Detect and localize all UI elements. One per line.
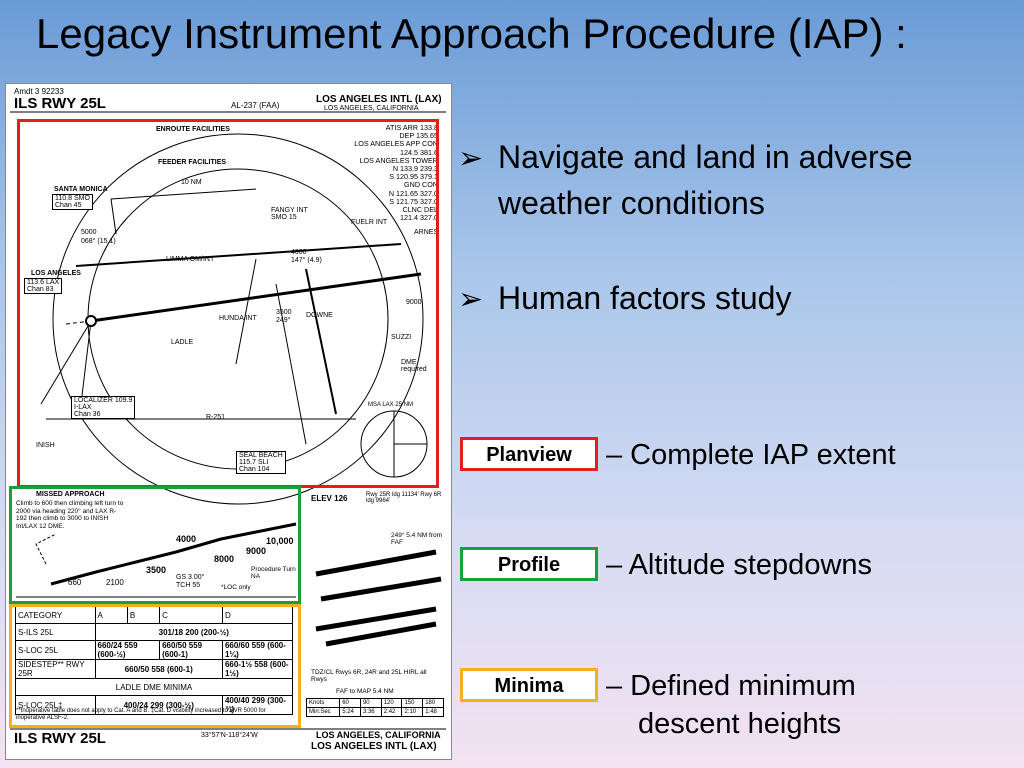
tch: TCH 55 xyxy=(176,582,201,589)
limma-label: LIMMA OM/INT xyxy=(166,256,215,263)
course-249: 249° xyxy=(276,317,291,324)
profile-alt-4000: 4000 xyxy=(176,534,197,544)
santa-monica-label: SANTA MONICA xyxy=(54,186,108,193)
runway-info: Rwy 25R ldg 11134' Rwy 6R ldg 9964' xyxy=(366,492,442,504)
downe-label: DOWNE xyxy=(306,312,333,319)
planview-frame xyxy=(17,119,439,488)
procedure-turn-na: Procedure Turn NA xyxy=(251,566,296,580)
profile-alt-660: 660 xyxy=(68,578,82,587)
profile-alt-9000: 9000 xyxy=(246,546,267,556)
hunda-label: HUNDA INT xyxy=(219,315,257,322)
bullet-adverse-weather: ➢Navigate and land in adverse weather co… xyxy=(458,139,913,221)
speed-table: Knots 60 90 120 150 180 Min:Sec 5:24 3:3… xyxy=(305,698,444,717)
procedure-name: ILS RWY 25L xyxy=(14,95,106,112)
dme-required: DME required xyxy=(401,359,427,373)
approach-plate: Amdt 3 92233 ILS RWY 25L AL-237 (FAA) LO… xyxy=(5,83,452,760)
course-147: 147° (4.9) xyxy=(291,257,322,264)
missed-approach-text: Climb to 600 then climbing left turn to … xyxy=(16,500,124,530)
arrow-bullet-icon: ➢ xyxy=(458,283,484,316)
footer-airport: LOS ANGELES INTL (LAX) xyxy=(311,741,437,752)
minima-frame xyxy=(9,604,301,728)
table-row: SIDESTEP** RWY 25R 660/50 558 (600-1) 66… xyxy=(15,659,294,679)
planview-drawing xyxy=(10,111,446,730)
profile-alt-2100: 2100 xyxy=(106,578,124,587)
profile-alt-8000: 8000 xyxy=(214,554,235,564)
enroute-facilities: ENROUTE FACILITIES xyxy=(156,126,230,133)
footer-city: LOS ANGELES, CALIFORNIA xyxy=(316,730,441,740)
loc-only: *LOC only xyxy=(221,584,251,591)
planview-tag: Planview xyxy=(460,437,598,471)
profile-frame xyxy=(9,486,301,604)
chart-series: AL-237 (FAA) xyxy=(231,101,280,110)
table-row: Min:Sec 5:24 3:36 2:42 2:10 1:48 xyxy=(305,707,444,717)
los-angeles-label: LOS ANGELES xyxy=(31,270,81,277)
ten-nm-label: 10 NM xyxy=(181,179,202,186)
suzzi-label: SUZZI xyxy=(391,334,412,341)
footer-coords: 33°57'N-118°24'W xyxy=(201,732,258,739)
amendment: Amdt 3 92233 xyxy=(14,87,64,96)
faf-to-map: FAF to MAP 5.4 NM xyxy=(336,688,394,695)
radial-251: R-251 xyxy=(206,414,226,421)
ladle-label: LADLE xyxy=(171,339,194,346)
alt-9000: 9000 xyxy=(406,299,422,306)
arrow-bullet-icon: ➢ xyxy=(458,142,484,175)
feeder-facilities: FEEDER FACILITIES xyxy=(158,159,227,166)
table-row: S-LOC 25L‡ 400/24 299 (300-½) 400/40 299… xyxy=(15,695,294,715)
minima-tag: Minima xyxy=(460,668,598,702)
alt-5000: 5000 xyxy=(81,229,97,236)
profile-tag: Profile xyxy=(460,547,598,581)
course-068: 068° (15.1) xyxy=(81,238,116,245)
table-row: Knots 60 90 120 150 180 xyxy=(305,698,444,708)
slide-title: Legacy Instrument Approach Procedure (IA… xyxy=(36,10,907,57)
alt-4000: 4000 xyxy=(291,249,307,256)
msa-label: MSA LAX 25 NM xyxy=(368,402,414,408)
alt-3500: 3500 xyxy=(276,309,292,316)
airport-city: LOS ANGELES, CALIFORNIA xyxy=(324,105,419,112)
fuelr-label: FUELR INT xyxy=(351,219,388,226)
minima-footnote: **Inoperative table does not apply to Ca… xyxy=(16,708,266,721)
airport-name: LOS ANGELES INTL (LAX) xyxy=(316,94,442,105)
minima-description: – Defined minimum descent heights xyxy=(606,670,856,740)
inish-label: INISH xyxy=(36,442,55,449)
glideslope: GS 3.00° xyxy=(176,574,205,581)
footer-procedure: ILS RWY 25L xyxy=(14,730,106,747)
bullet-human-factors: ➢Human factors study xyxy=(458,276,791,322)
profile-description: – Altitude stepdowns xyxy=(606,549,873,581)
faf-distance: 249° 5.4 NM from FAF xyxy=(391,532,443,546)
missed-approach-title: MISSED APPROACH xyxy=(36,491,105,498)
table-row: S-LOC 25L 660/24 559 (600-½) 660/50 559 … xyxy=(15,640,294,660)
profile-alt-10000: 10,000 xyxy=(266,536,294,546)
profile-alt-3500: 3500 xyxy=(146,565,167,575)
elevation: ELEV 126 xyxy=(311,494,348,503)
planview-description: – Complete IAP extent xyxy=(606,439,896,471)
minima-table: CATEGORY A B C D S-ILS 25L 301/18 200 (2… xyxy=(15,606,294,715)
minima-header-row: CATEGORY A B C D xyxy=(15,606,294,624)
tdz-lighting: TDZ/CL Rwys 6R, 24R and 25L HIRL all Rwy… xyxy=(311,669,427,683)
arnes-label: ARNES xyxy=(414,229,439,236)
